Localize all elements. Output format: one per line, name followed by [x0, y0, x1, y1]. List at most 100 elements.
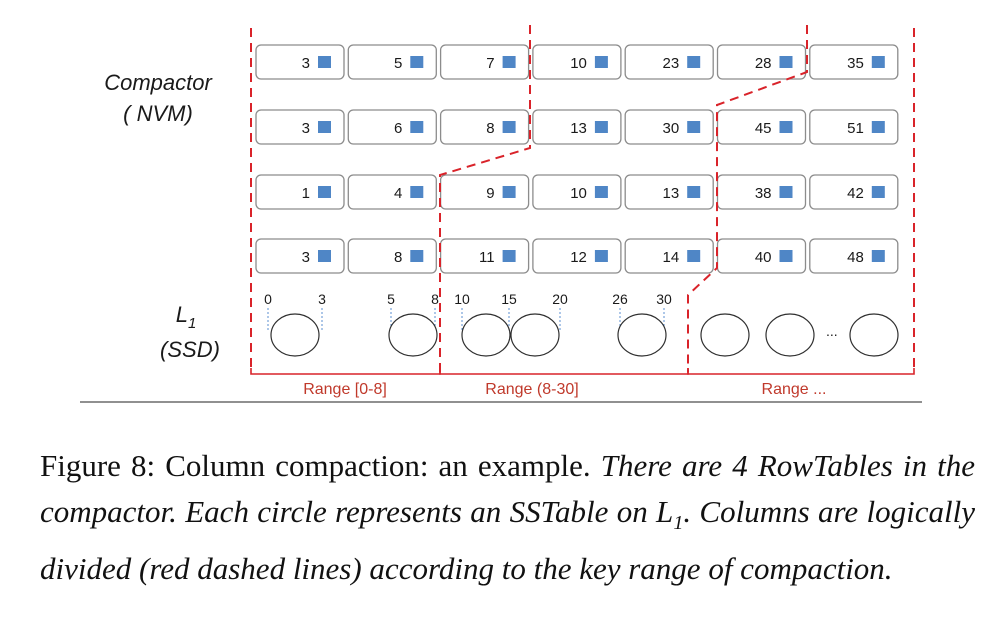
value-marker	[594, 56, 608, 68]
sstable-key-label: 10	[454, 291, 470, 307]
row4-cell-4: 12	[532, 238, 622, 274]
cell-key: 8	[486, 120, 494, 137]
cell-key: 7	[486, 55, 494, 72]
row4-cell-1: 3	[255, 238, 345, 274]
cell-box	[347, 44, 437, 80]
sstable-circle-3	[461, 313, 511, 357]
value-marker	[779, 121, 793, 133]
cell-box	[532, 44, 622, 80]
row3-cell-1: 1	[255, 174, 345, 210]
cell-box	[439, 238, 530, 274]
row3-cell-5: 13	[624, 174, 714, 210]
value-marker	[410, 56, 424, 68]
value-marker	[687, 121, 701, 133]
cell-key: 10	[570, 55, 587, 72]
cell-key: 1	[302, 185, 310, 202]
sstable-circle-6	[700, 313, 750, 357]
value-marker	[779, 250, 793, 262]
sstable-key-label: 26	[612, 291, 628, 307]
value-marker	[871, 186, 885, 198]
divider-0-8	[439, 25, 531, 372]
cell-key: 45	[755, 120, 772, 137]
range-brackets	[250, 368, 915, 375]
sstable-key-label: 0	[264, 291, 272, 307]
value-marker	[502, 121, 516, 133]
cell-key: 13	[663, 185, 680, 202]
cell-key: 40	[755, 249, 772, 266]
cell-box	[809, 44, 899, 80]
sstable-key-label: 3	[318, 291, 326, 307]
cell-box	[809, 238, 899, 274]
value-marker	[871, 250, 885, 262]
cell-box	[624, 44, 714, 80]
row2-cell-7: 51	[809, 109, 899, 145]
sstable-key-label: 5	[387, 291, 395, 307]
cell-key: 51	[847, 120, 864, 137]
row3-cell-4: 10	[532, 174, 622, 210]
cell-box	[255, 238, 345, 274]
value-marker	[318, 186, 331, 198]
row2-cell-5: 30	[624, 109, 714, 145]
caption-lead: Figure 8: Column compaction: an example.	[40, 448, 591, 483]
cell-key: 42	[847, 185, 864, 202]
l1-label: L1	[176, 302, 197, 332]
row2-cell-4: 13	[532, 109, 622, 145]
cell-key: 8	[394, 249, 402, 266]
bracket-range-3	[687, 368, 915, 375]
row4-cell-2: 8	[347, 238, 437, 274]
cell-key: 9	[486, 185, 494, 202]
sstable-circle-5	[617, 313, 667, 357]
cell-key: 10	[570, 185, 587, 202]
range-label-2: Range (8-30]	[485, 381, 578, 398]
range-label-1: Range [0-8]	[303, 381, 387, 398]
cell-key: 35	[847, 55, 864, 72]
value-marker	[318, 121, 331, 133]
cell-box	[347, 238, 437, 274]
cell-box	[255, 44, 345, 80]
cell-box	[532, 174, 622, 210]
row3-cell-6: 38	[716, 174, 807, 210]
row2-cell-2: 6	[347, 109, 437, 145]
range-dividers	[250, 25, 915, 372]
sstable-ellipsis: ...	[826, 323, 838, 339]
row1-cell-3: 7	[439, 44, 530, 80]
row3-cell-2: 4	[347, 174, 437, 210]
value-marker	[502, 250, 516, 262]
value-marker	[594, 121, 608, 133]
cell-box	[809, 174, 899, 210]
cell-key: 48	[847, 249, 864, 266]
sstable-circle-1	[270, 313, 320, 357]
cell-key: 6	[394, 120, 402, 137]
value-marker	[502, 186, 516, 198]
value-marker	[687, 56, 701, 68]
cell-box	[347, 109, 437, 145]
compactor-label: Compactor	[104, 70, 213, 95]
cell-key: 3	[302, 120, 310, 137]
value-marker	[594, 186, 608, 198]
cell-box	[532, 109, 622, 145]
cell-box	[439, 109, 530, 145]
cell-key: 3	[302, 55, 310, 72]
cell-key: 14	[663, 249, 680, 266]
cell-key: 13	[570, 120, 587, 137]
cell-key: 4	[394, 185, 402, 202]
row4-cell-7: 48	[809, 238, 899, 274]
value-marker	[318, 56, 331, 68]
sstable-circle-8	[849, 313, 899, 357]
figure-caption: Figure 8: Column compaction: an example.…	[40, 443, 975, 592]
cell-key: 12	[570, 249, 587, 266]
row1-cell-6: 28	[716, 44, 807, 80]
sstable-key-label: 20	[552, 291, 568, 307]
cell-key: 30	[663, 120, 680, 137]
bracket-range-2	[439, 368, 689, 375]
range-label-3: Range ...	[762, 381, 827, 398]
value-marker	[779, 56, 793, 68]
sstable-key-label: 15	[501, 291, 517, 307]
cell-key: 3	[302, 249, 310, 266]
cell-box	[716, 109, 807, 145]
sstable-circle-7	[765, 313, 815, 357]
sstable-circle-4	[510, 313, 560, 357]
row2-cell-3: 8	[439, 109, 530, 145]
cell-box	[255, 174, 345, 210]
